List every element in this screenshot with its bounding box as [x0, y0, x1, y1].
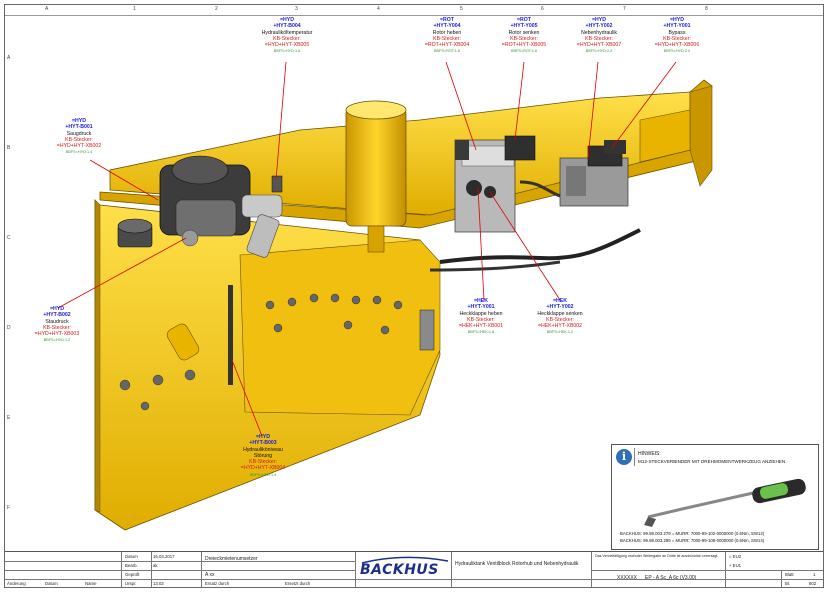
- row-label: B: [7, 145, 11, 151]
- tb-bearb-value: ak: [153, 563, 158, 568]
- tank-cylinder: [345, 107, 407, 227]
- note-divider: [634, 448, 635, 466]
- dipstick: [228, 285, 233, 385]
- leader-lines: [57, 61, 677, 437]
- row-grid-left: A B C D E F: [5, 15, 15, 550]
- right-wall: [689, 85, 713, 187]
- valve-block-rotor: [454, 135, 536, 233]
- callout-hyt-b004: =HYD +HYT-B004 Hydrauliköltemperatur KB-…: [261, 17, 313, 54]
- row-label: E: [7, 415, 11, 421]
- col-label: 2: [215, 6, 218, 12]
- row-label: D: [7, 325, 11, 331]
- callout-hyt-b003: =HYD +HYT-B003 Hydrauliköniveau Störung …: [240, 434, 286, 477]
- tb-norm-value: 13.02: [153, 581, 164, 586]
- callout-hyd-y002: =HYD +HYT-Y002 Nebenhydraulik KB-Stecker…: [576, 17, 622, 54]
- callout-hyd-y001: =HYD +HYT-Y001 Bypass KB-Stecker: =HYD+H…: [654, 17, 700, 54]
- lower-beam: [239, 239, 441, 416]
- valve-block-neben: [559, 140, 629, 207]
- note-line-2: BACKHUS: 99.98.003.289 = MURR: 7000-99-1…: [620, 538, 765, 543]
- pump-assembly: [159, 155, 283, 258]
- col-label: 3: [295, 6, 298, 12]
- tb-drawing-no: EP - A Sc_A 6c (V3.00): [645, 575, 697, 581]
- callout-hyt-b001: =HYD +HYT-B001 Saugdruck KB-Stecker: =HY…: [56, 118, 102, 155]
- tb-blatt: 1: [813, 572, 816, 577]
- column-grid: A 1 2 3 4 5 6 7 8: [5, 5, 823, 16]
- tb-geprueft-label: Geprüft: [125, 572, 140, 577]
- tb-drawing-sub: A xx: [205, 572, 215, 578]
- tb-datum-value: 16.03.2017: [153, 554, 175, 559]
- tb-ref1: = EU2: [729, 554, 742, 559]
- col-label: 4: [377, 6, 380, 12]
- row-label: F: [7, 505, 11, 511]
- hose: [439, 228, 641, 264]
- tb-ersatz-label: Ersatz durch: [205, 581, 230, 586]
- tb-norm-label: Urspr.: [125, 581, 137, 586]
- note-text: M12-STECKVERBINDER MIT DREHMOMENTWERKZEU…: [638, 459, 786, 464]
- tb-ref2: + EU1: [729, 563, 742, 568]
- tb-datum-label: Datum: [125, 554, 138, 559]
- row-label: C: [7, 235, 11, 241]
- title-block: Datum 16.03.2017 Bearb. ak Geprüft Urspr…: [5, 551, 823, 588]
- tank-cap: [345, 100, 407, 120]
- tb-drawing-title: Dreieckmietenumsetzer: [205, 556, 258, 562]
- company-logo: BACKHUS: [360, 562, 439, 578]
- info-icon: i: [616, 449, 632, 465]
- side-beam-face: [94, 199, 101, 513]
- tb-ersetzt-label: Ersetzt durch: [285, 581, 311, 586]
- tb-name: Name: [85, 581, 97, 586]
- tb-code: XXXXXX: [617, 575, 638, 581]
- tb-legal: Das Vervielfältigung und/oder Weitergabe…: [595, 554, 719, 558]
- note-box: i HINWEIS: M12-STECKVERBINDER MIT DREHMO…: [611, 444, 819, 550]
- note-title: HINWEIS:: [638, 451, 661, 457]
- callout-hek-y001: =HEK +HYT-Y001 Heckklappe heben KB-Steck…: [458, 298, 504, 335]
- tb-aenderung: Änderung: [7, 581, 26, 586]
- filter-cap: [117, 218, 153, 248]
- tb-subject: Hydrauliktank Ventilblock Rotorhub und N…: [455, 561, 579, 567]
- tank-foot: [367, 225, 385, 253]
- callout-hek-y002: =HEK +HYT-Y002 Heckklappe senken KB-Stec…: [537, 298, 583, 335]
- callout-rot-y005: =ROT +HYT-Y005 Rotor senken KB-Stecker: …: [501, 17, 547, 54]
- note-line-1: BACKHUS: 99.98.003.279 = MURR: 7000-99-1…: [620, 531, 765, 536]
- drain-valve: [419, 309, 435, 351]
- col-label: 5: [460, 6, 463, 12]
- sheet-border: [4, 4, 824, 588]
- tb-blatt-label: Blatt: [785, 572, 794, 577]
- callout-rot-y004: =ROT +HYT-Y004 Rotor heben KB-Stecker: =…: [424, 17, 470, 54]
- tb-datum2: Datum: [45, 581, 58, 586]
- logo-swoosh-icon: [361, 556, 449, 564]
- hose: [429, 260, 561, 272]
- col-label: 6: [541, 6, 544, 12]
- tb-bl-label: Bl.: [785, 581, 791, 586]
- tb-bl: 802: [809, 581, 817, 586]
- col-label: 7: [623, 6, 626, 12]
- fittings: [119, 293, 403, 411]
- col-label: A: [45, 6, 49, 12]
- row-label: A: [7, 55, 11, 61]
- small-filter: [166, 323, 200, 361]
- torque-tool-icon: [644, 478, 806, 527]
- right-bracket: [639, 109, 691, 163]
- col-label: 8: [705, 6, 708, 12]
- tb-bearb-label: Bearb.: [125, 563, 138, 568]
- hose: [519, 180, 561, 198]
- col-label: 1: [133, 6, 136, 12]
- callout-hyt-b002: =HYD +HYT-B002 Staudruck KB-Stecker: =HY…: [34, 306, 80, 343]
